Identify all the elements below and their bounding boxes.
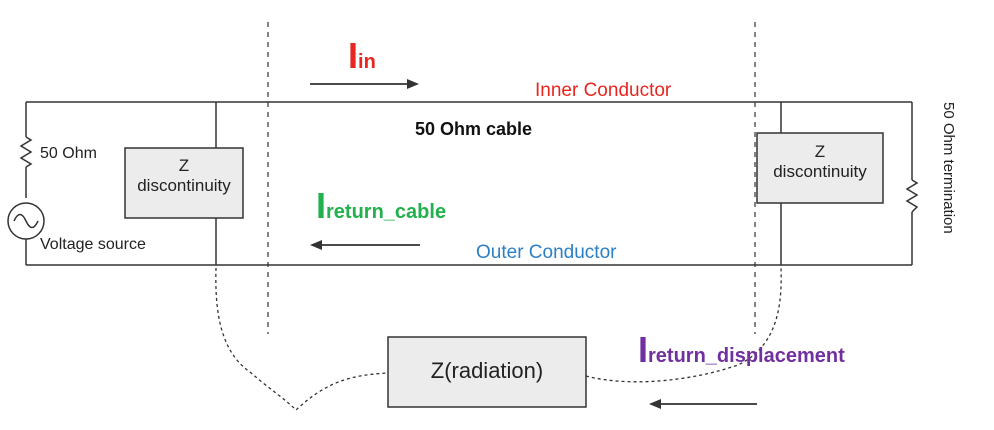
i-return-displacement-main: I xyxy=(638,329,649,370)
i-in-main: I xyxy=(348,35,359,76)
displacement-path-right xyxy=(585,267,782,383)
i-in-label: Iin xyxy=(348,38,376,74)
i-return-displacement-label: Ireturn_displacement xyxy=(638,332,845,368)
voltage-source-icon xyxy=(7,202,45,265)
resistor-50-ohm-label: 50 Ohm xyxy=(40,145,97,162)
voltage-source-label: Voltage source xyxy=(40,236,146,253)
z-disc-right-line1: Z xyxy=(814,142,826,161)
cable-label: 50 Ohm cable xyxy=(415,119,533,139)
z-radiation-text: Z(radiation) xyxy=(430,358,544,383)
i-return-displacement-sub: return_displacement xyxy=(648,345,845,367)
z-discontinuity-right-text: Z discontinuity xyxy=(757,142,883,181)
termination-resistor xyxy=(905,102,919,265)
i-return-cable-sub: return_cable xyxy=(326,201,447,223)
termination-label: 50 Ohm termination xyxy=(940,102,957,234)
z-discontinuity-left-box xyxy=(124,147,244,219)
i-return-cable-main: I xyxy=(316,185,327,226)
left-resistor xyxy=(19,102,33,198)
outer-conductor-label: Outer Conductor xyxy=(476,242,617,263)
z-discontinuity-right-box xyxy=(756,132,884,204)
z-radiation-box xyxy=(387,336,587,408)
inner-conductor-label: Inner Conductor xyxy=(535,80,672,101)
displacement-path-left xyxy=(215,267,389,411)
i-return-cable-label: Ireturn_cable xyxy=(316,188,446,224)
i-in-sub: in xyxy=(358,51,376,73)
z-disc-left-line2: discontinuity xyxy=(137,175,231,195)
z-disc-left-line1: Z xyxy=(178,156,190,175)
z-discontinuity-left-text: Z discontinuity xyxy=(125,156,243,195)
z-disc-right-line2: discontinuity xyxy=(773,161,867,181)
